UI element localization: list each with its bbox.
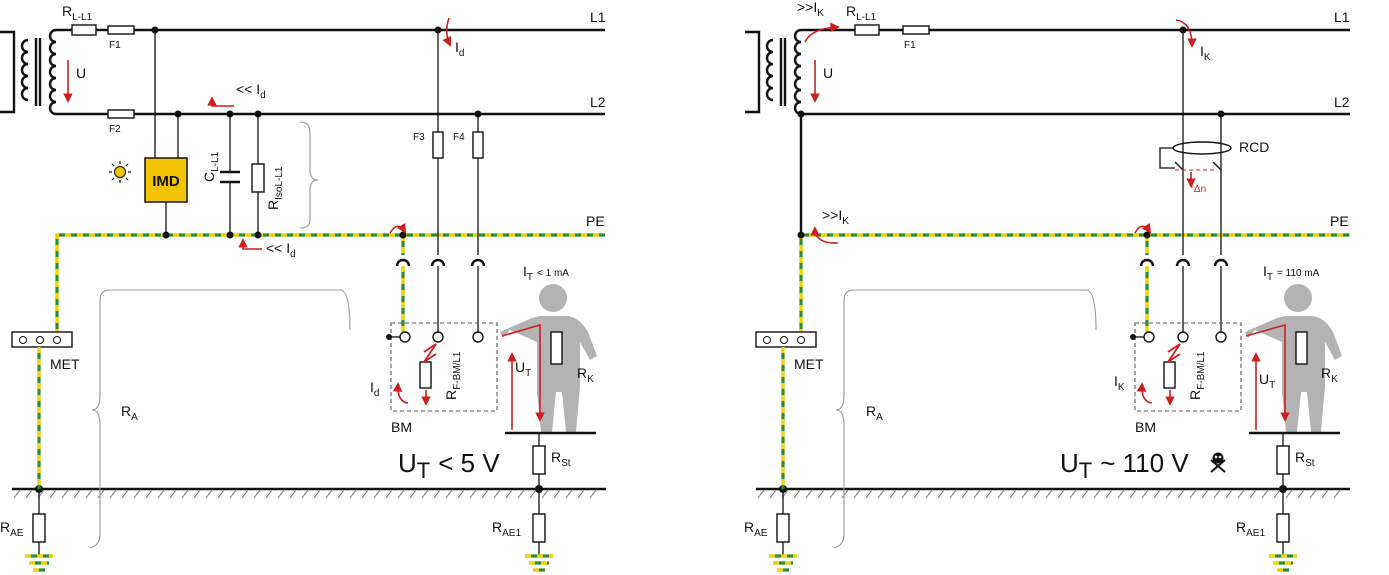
fuse-f3 (432, 131, 444, 159)
transformer (745, 28, 802, 116)
svg-text:RK: RK (577, 365, 594, 385)
svg-text:CL-L1: CL-L1 (201, 151, 221, 182)
svg-text:Id: Id (455, 39, 464, 59)
l1-label: L1 (1334, 9, 1350, 25)
svg-text:RF-BM/L1: RF-BM/L1 (1187, 351, 1207, 400)
f4-label: F4 (453, 132, 465, 143)
skull-crossbones-icon (1210, 452, 1226, 473)
fuse-f4 (472, 131, 484, 159)
equipment-box (1134, 322, 1242, 412)
voltage-u-label: U (76, 65, 86, 81)
line-resistor (71, 24, 97, 36)
svg-text:Id: Id (370, 379, 379, 399)
svg-text:RF-BM/L1: RF-BM/L1 (443, 351, 463, 400)
met-label: MET (50, 356, 80, 372)
earth-ground-icon (525, 554, 553, 572)
svg-text:RA: RA (866, 403, 883, 423)
left-panel: IMD (0, 3, 606, 572)
f2-label: F2 (109, 124, 121, 135)
svg-text:UT: UT (1259, 371, 1275, 391)
pe-label: PE (586, 213, 605, 229)
touch-voltage-result: UT< 5 V (398, 448, 500, 483)
transformer (0, 28, 57, 116)
bm-label: BM (391, 419, 412, 435)
human-body-icon (500, 284, 597, 432)
svg-text:RAE1: RAE1 (492, 519, 521, 539)
insulation-resistor (251, 163, 265, 193)
line-resistor (854, 24, 880, 36)
svg-text:<< Id: << Id (266, 240, 296, 260)
earth-resistor-ae (32, 513, 46, 543)
met-bar (11, 331, 73, 348)
body-resistor (550, 331, 563, 365)
svg-text:IΔn: IΔn (1190, 175, 1206, 195)
bm-label: BM (1135, 419, 1156, 435)
svg-text:IT< 1 mA: IT< 1 mA (523, 263, 569, 283)
plug-connectors (395, 258, 486, 332)
standing-resistor (1276, 445, 1290, 475)
svg-text:RAE: RAE (744, 519, 768, 539)
pe-label: PE (1330, 213, 1349, 229)
svg-text:>>IK: >>IK (822, 207, 849, 227)
earth-ground-icon (25, 542, 53, 572)
svg-text:RK: RK (1321, 365, 1338, 385)
pe-line (55, 233, 605, 335)
right-panel: >>IK RL-L1 F1 U L1 L2 PE IK RCD IΔn >>IK… (744, 0, 1350, 572)
f1-label: F1 (904, 40, 916, 51)
f1-label: F1 (109, 40, 121, 51)
standing-resistor (532, 445, 546, 475)
l1-label: L1 (590, 9, 606, 25)
svg-text:>>IK: >>IK (797, 0, 824, 19)
voltage-u-label: U (823, 65, 833, 81)
svg-text:UT: UT (515, 359, 531, 379)
l2-label: L2 (1334, 94, 1350, 110)
svg-text:RAE1: RAE1 (1236, 519, 1265, 539)
svg-text:<< Id: << Id (236, 81, 266, 101)
met-bar (755, 331, 817, 348)
earth-ground-icon (769, 542, 797, 572)
met-label: MET (794, 356, 824, 372)
earth-resistor-ae1 (532, 513, 546, 543)
svg-text:RAE: RAE (0, 519, 24, 539)
svg-text:RSt: RSt (1295, 449, 1315, 469)
fuse-f1 (107, 25, 135, 35)
touch-voltage-result: UT~ 110 V (1060, 448, 1189, 483)
indicator-lamp-icon (109, 161, 131, 183)
body-resistor (1295, 331, 1308, 365)
rcd-device (1159, 141, 1232, 171)
imd-label: IMD (152, 173, 180, 190)
earth-ground-icon (1269, 554, 1297, 572)
svg-text:RL-L1: RL-L1 (62, 3, 93, 23)
l2-label: L2 (590, 94, 606, 110)
imd-device: IMD (144, 157, 188, 203)
svg-text:IK: IK (1200, 43, 1211, 63)
equipment-box (390, 322, 498, 412)
rcd-label: RCD (1239, 139, 1269, 155)
svg-text:RA: RA (121, 403, 138, 423)
svg-text:RIsoL-L1: RIsoL-L1 (265, 166, 285, 210)
earth-resistor-ae1 (1276, 513, 1290, 543)
f3-label: F3 (413, 132, 425, 143)
svg-text:IK: IK (1114, 373, 1125, 393)
human-body-icon (1245, 284, 1342, 432)
pe-line (799, 233, 1350, 335)
fuse-f2 (107, 109, 135, 119)
earth-resistor-ae (776, 513, 790, 543)
svg-text:IT= 110 mA: IT= 110 mA (1263, 263, 1320, 283)
fuse-f1 (902, 25, 930, 35)
svg-text:RL-L1: RL-L1 (846, 3, 877, 23)
svg-text:RSt: RSt (551, 449, 571, 469)
plug-connectors (1139, 258, 1229, 332)
